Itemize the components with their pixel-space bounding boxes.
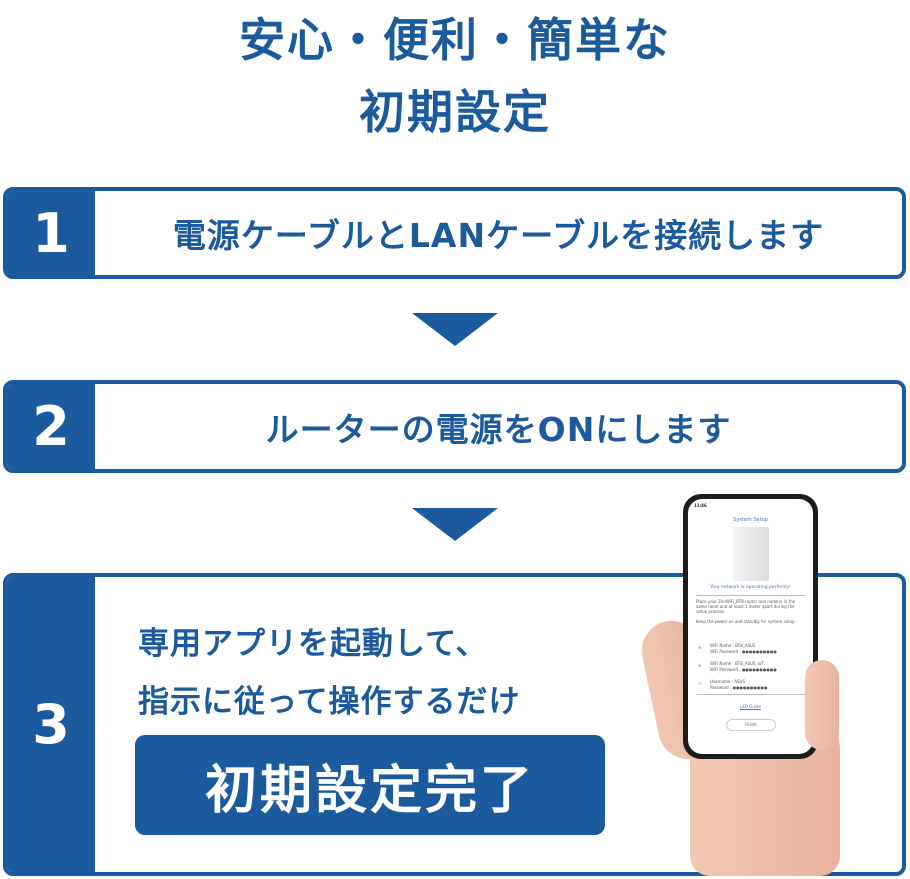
wifi-icon: ≋ [698, 663, 702, 668]
step-number: 2 [7, 384, 95, 469]
instruction-1: Place your ZenWiFi_BT8 router and node(s… [696, 599, 796, 614]
headline-line1: 安心・便利・簡単な [239, 13, 671, 67]
led-guide-link[interactable]: LED Guide [740, 704, 761, 709]
step-number: 3 [7, 577, 95, 872]
down-arrow-icon [412, 508, 498, 541]
router-image [733, 527, 769, 581]
wifi2-password: WiFi Password : ●●●●●●●●●● [710, 667, 777, 672]
step-1: 1 電源ケーブルとLANケーブルを接続します [3, 187, 906, 279]
wifi2-name: WiFi Name : BT8_ASUS_IoT [710, 661, 764, 666]
instruction-2: Keep the power on and standby for system… [696, 619, 796, 624]
step-text: ルーターの電源をONにします [265, 409, 732, 449]
status-time: 11:46 [694, 503, 707, 508]
password: Password : ●●●●●●●●●● [710, 685, 768, 690]
step-3-line1: 専用アプリを起動して、 [138, 626, 488, 662]
app-screen: 11:46 System Setup Your network is opera… [688, 499, 813, 754]
headline-line2: 初期設定 [359, 85, 551, 139]
setup-complete-badge: 初期設定完了 [135, 735, 605, 835]
wifi1-name: WiFi Name : BT8_ASUS [710, 643, 756, 648]
screen-header: System Setup [733, 517, 768, 523]
user-icon: ⚇ [698, 681, 702, 686]
step-text: 電源ケーブルとLANケーブルを接続します [172, 216, 825, 255]
down-arrow-icon [412, 313, 498, 346]
step-3-line2: 指示に従って操作するだけ [138, 684, 521, 720]
status-message: Your network is operating perfectly! [710, 585, 791, 590]
smartphone: 11:46 System Setup Your network is opera… [683, 494, 818, 759]
divider [696, 595, 805, 596]
finish-button[interactable]: Finish [726, 719, 776, 731]
step-2: 2 ルーターの電源をONにします [3, 380, 906, 473]
hand-finger [805, 660, 839, 750]
username: Username : ASUS [710, 679, 746, 684]
divider [696, 694, 805, 695]
wifi-icon: ≋ [698, 645, 702, 650]
wifi1-password: WiFi Password : ●●●●●●●●●● [710, 649, 777, 654]
step-number: 1 [7, 191, 95, 275]
